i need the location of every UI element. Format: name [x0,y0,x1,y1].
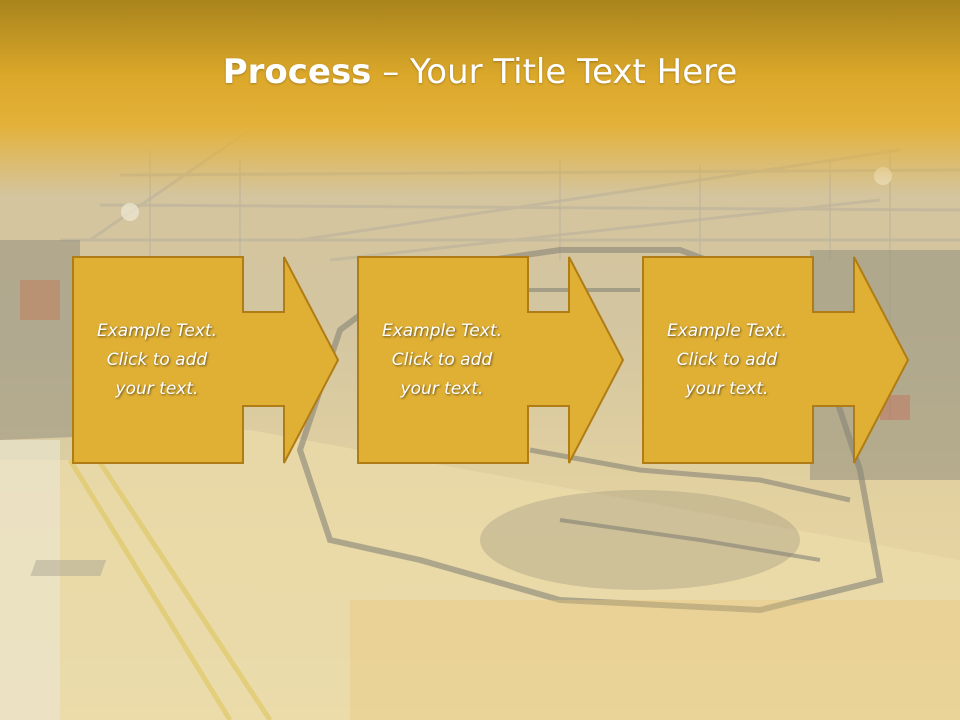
step-1-line-2: Click to add [106,349,208,370]
slide-title: Process – Your Title Text Here [0,52,960,92]
step-3-line-3: your text. [685,378,769,399]
step-3-line-2: Click to add [676,349,778,370]
step-2-text[interactable]: Example Text. Click to add your text. [357,256,527,464]
step-2-line-3: your text. [400,378,484,399]
step-3-line-1: Example Text. [666,320,788,341]
process-arrow-3[interactable] [642,256,912,468]
process-arrow-2[interactable] [357,256,627,468]
process-arrow-1[interactable] [72,256,342,468]
step-1-text[interactable]: Example Text. Click to add your text. [72,256,242,464]
step-2-line-2: Click to add [391,349,493,370]
title-rest: – Your Title Text Here [371,52,738,92]
step-1-line-1: Example Text. [96,320,218,341]
step-1-line-3: your text. [115,378,199,399]
step-3-text[interactable]: Example Text. Click to add your text. [642,256,812,464]
step-2-line-1: Example Text. [381,320,503,341]
title-bold: Process [222,52,372,92]
